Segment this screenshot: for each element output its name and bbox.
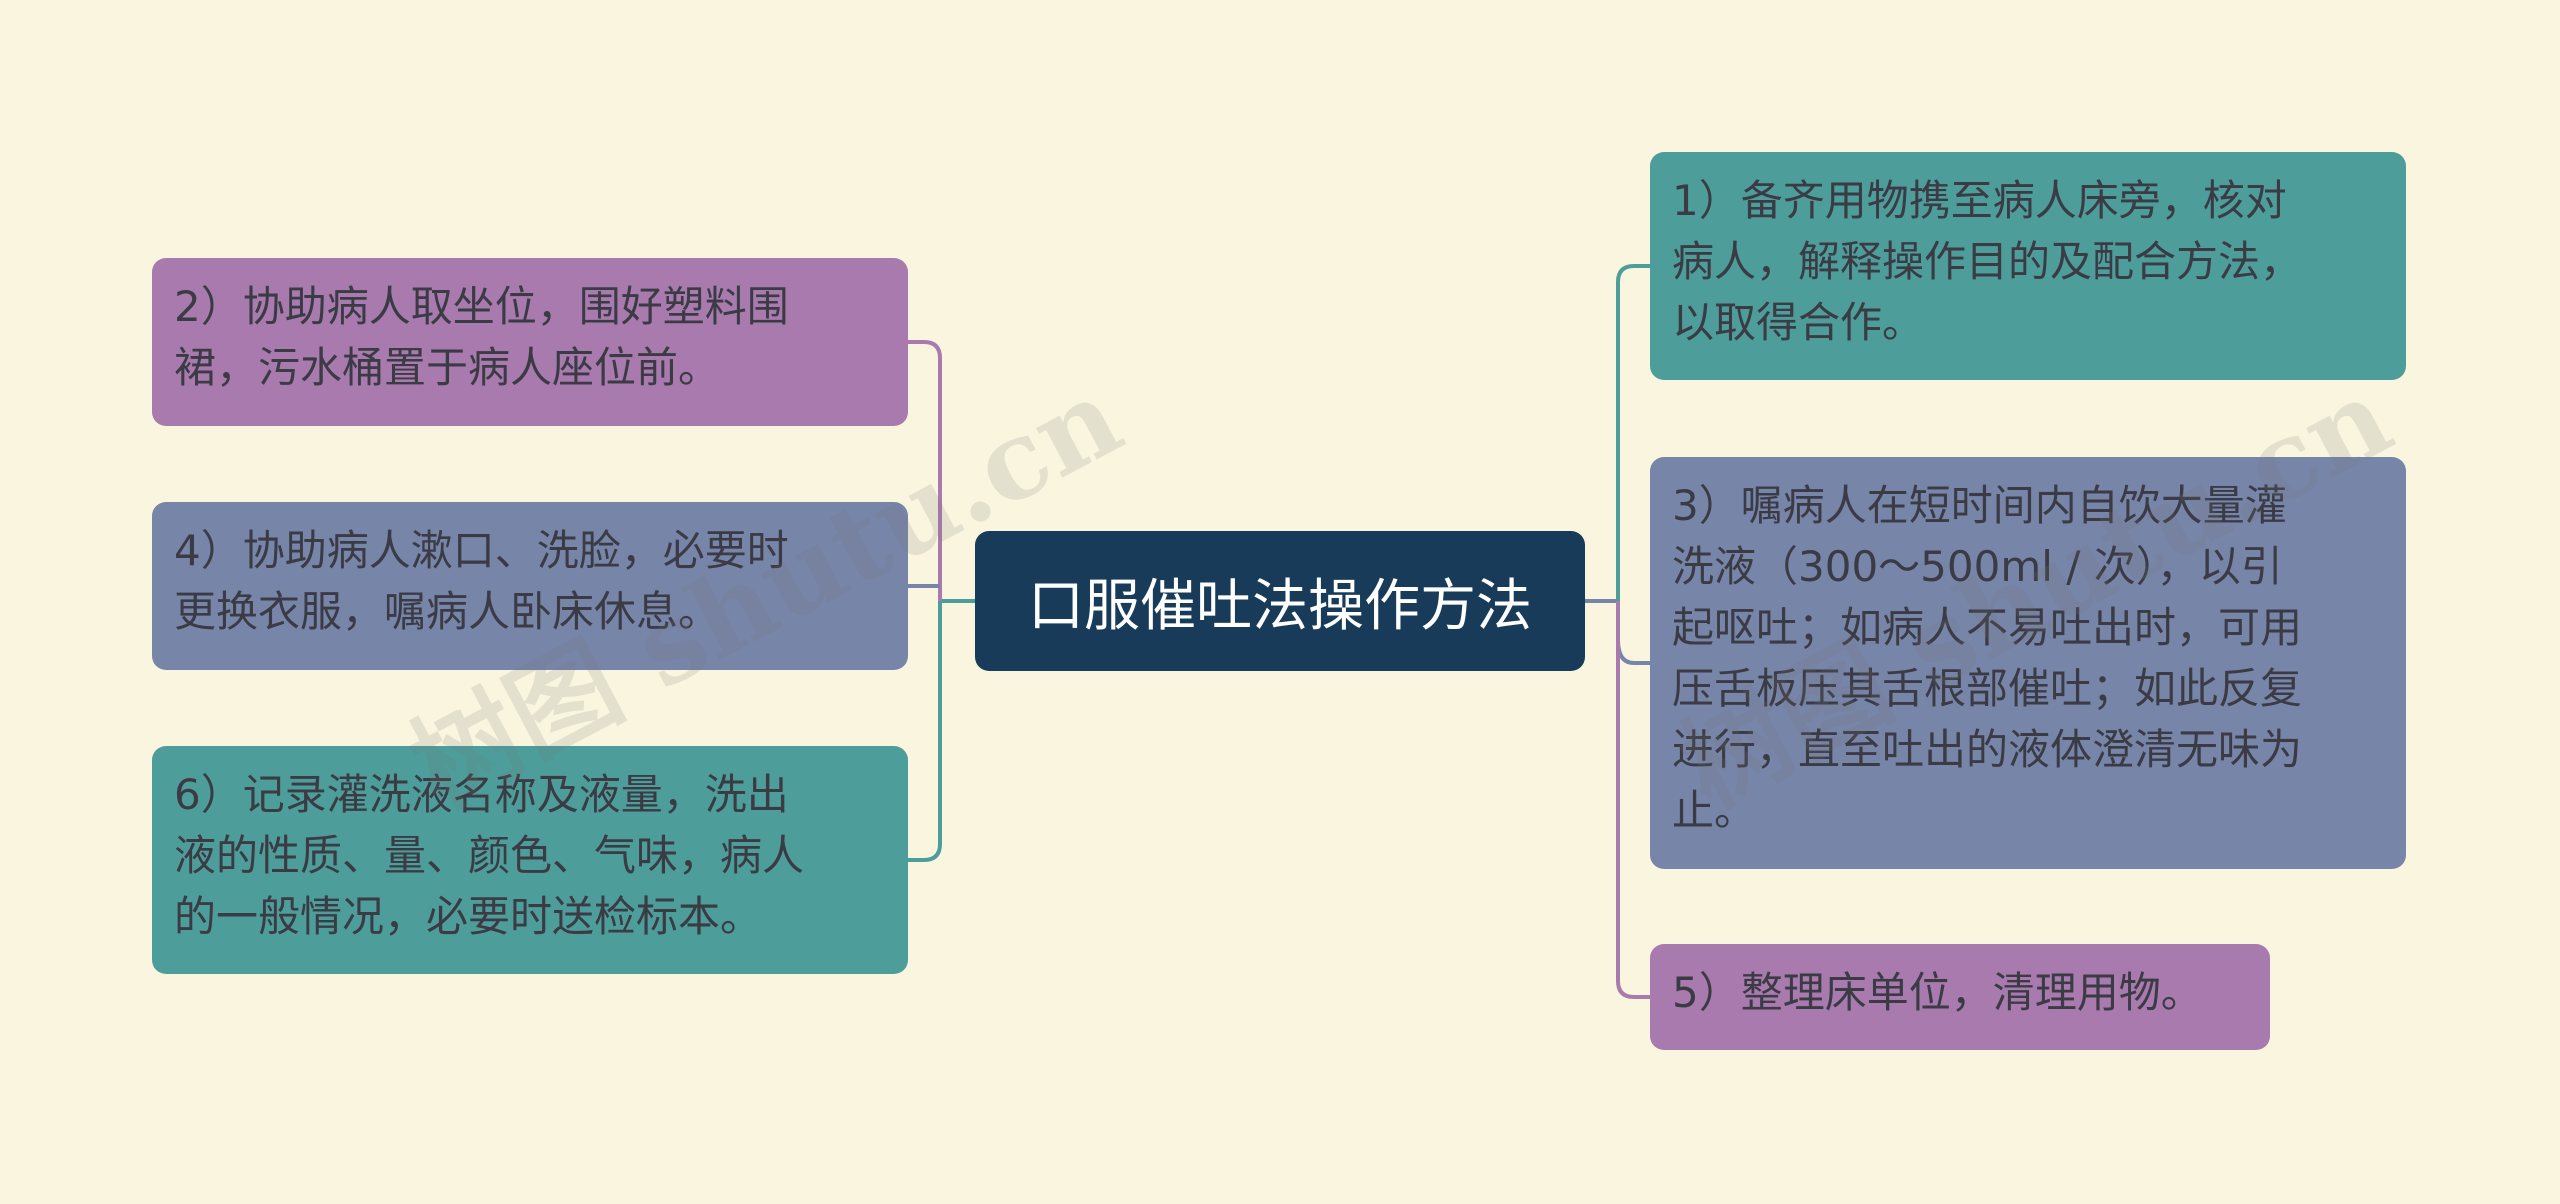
topic-node-5[interactable]: 5）整理床单位，清理用物。 bbox=[1650, 944, 2270, 1050]
topic-node-4[interactable]: 4）协助病人漱口、洗脸，必要时 更换衣服，嘱病人卧床休息。 bbox=[152, 502, 908, 670]
topic-node-2[interactable]: 2）协助病人取坐位，围好塑料围 裙，污水桶置于病人座位前。 bbox=[152, 258, 908, 426]
central-topic-label: 口服催吐法操作方法 bbox=[1028, 573, 1532, 639]
topic-node-3[interactable]: 3）嘱病人在短时间内自饮大量灌 洗液（300～500ml / 次），以引 起呕吐… bbox=[1650, 457, 2406, 869]
topic-node-6[interactable]: 6）记录灌洗液名称及液量，洗出 液的性质、量、颜色、气味，病人 的一般情况，必要… bbox=[152, 746, 908, 974]
topic-node-1[interactable]: 1）备齐用物携至病人床旁，核对 病人，解释操作目的及配合方法， 以取得合作。 bbox=[1650, 152, 2406, 380]
connector-n6 bbox=[908, 601, 942, 862]
connector-n2 bbox=[908, 340, 942, 601]
connector-n5 bbox=[1616, 601, 1650, 999]
connector-n1 bbox=[1616, 264, 1650, 601]
connector-n3 bbox=[1616, 639, 1650, 665]
central-topic[interactable]: 口服催吐法操作方法 bbox=[975, 531, 1585, 671]
